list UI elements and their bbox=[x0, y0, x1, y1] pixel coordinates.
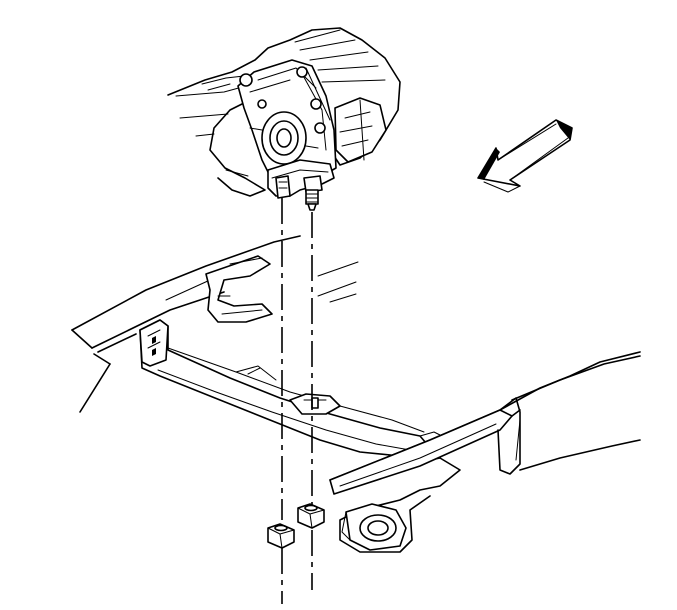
mount-stud bbox=[305, 189, 319, 211]
frame-rail-left bbox=[71, 235, 359, 413]
nut-right bbox=[297, 503, 325, 529]
nut-left bbox=[267, 523, 295, 549]
transmission bbox=[167, 27, 401, 197]
front-direction-arrow-icon bbox=[477, 119, 573, 193]
transmission-support-crossmember bbox=[139, 319, 451, 463]
transmission-mount bbox=[267, 159, 335, 199]
centerline-dashes bbox=[281, 198, 313, 604]
frame-rail-right bbox=[329, 351, 641, 553]
